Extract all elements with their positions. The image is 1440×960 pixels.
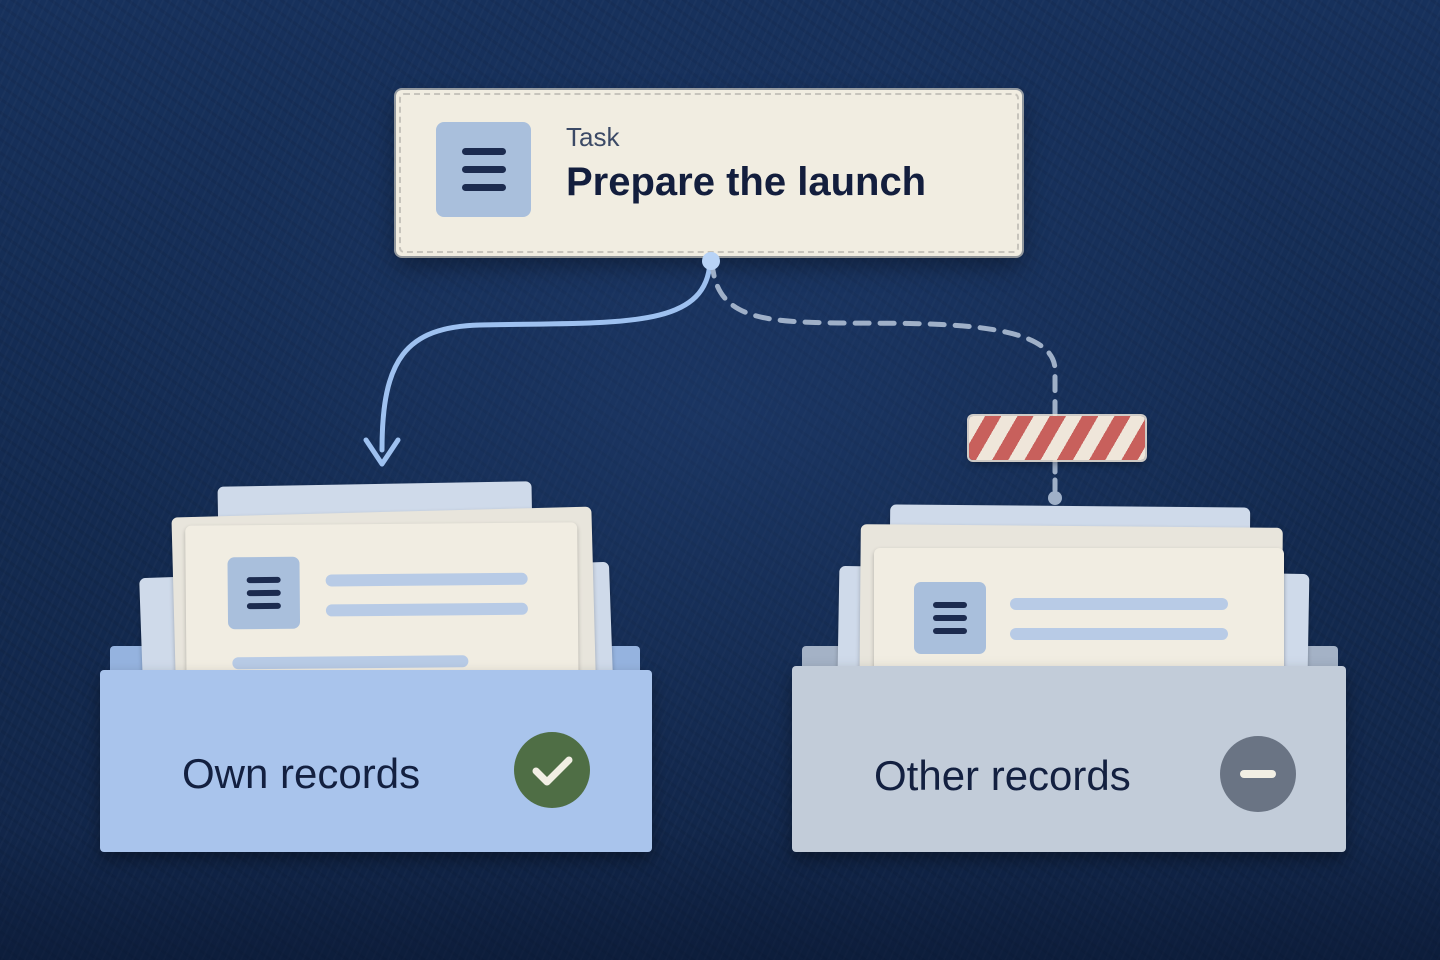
- other-records-label: Other records: [874, 752, 1131, 799]
- text-line-placeholder: [325, 602, 528, 617]
- text-line-placeholder: [325, 572, 528, 587]
- list-icon: [227, 556, 301, 630]
- minus-icon: [1220, 736, 1296, 812]
- check-icon: [514, 732, 590, 808]
- own-records-label: Own records: [182, 750, 421, 797]
- list-icon: [436, 122, 531, 217]
- list-icon: [914, 582, 986, 654]
- task-card[interactable]: Task Prepare the launch: [396, 90, 1022, 256]
- task-title: Prepare the launch: [566, 160, 927, 204]
- tray-front: Other records: [792, 666, 1346, 852]
- text-line-placeholder: [1010, 628, 1228, 640]
- own-records-connector: [379, 259, 713, 453]
- connector-node: [702, 252, 720, 270]
- text-line-placeholder: [232, 655, 469, 670]
- task-type-label: Task: [566, 122, 620, 152]
- arrowhead-icon: [363, 437, 401, 467]
- text-line-placeholder: [1010, 598, 1228, 610]
- other-records-connector: [709, 259, 1058, 417]
- blocked-end-node: [1048, 491, 1062, 505]
- record-card[interactable]: [185, 522, 579, 716]
- barrier-icon: [969, 416, 1145, 460]
- tray-front: Own records: [100, 670, 652, 852]
- own-records-tray[interactable]: Own records: [100, 470, 652, 852]
- other-records-tray[interactable]: Other records: [790, 490, 1346, 852]
